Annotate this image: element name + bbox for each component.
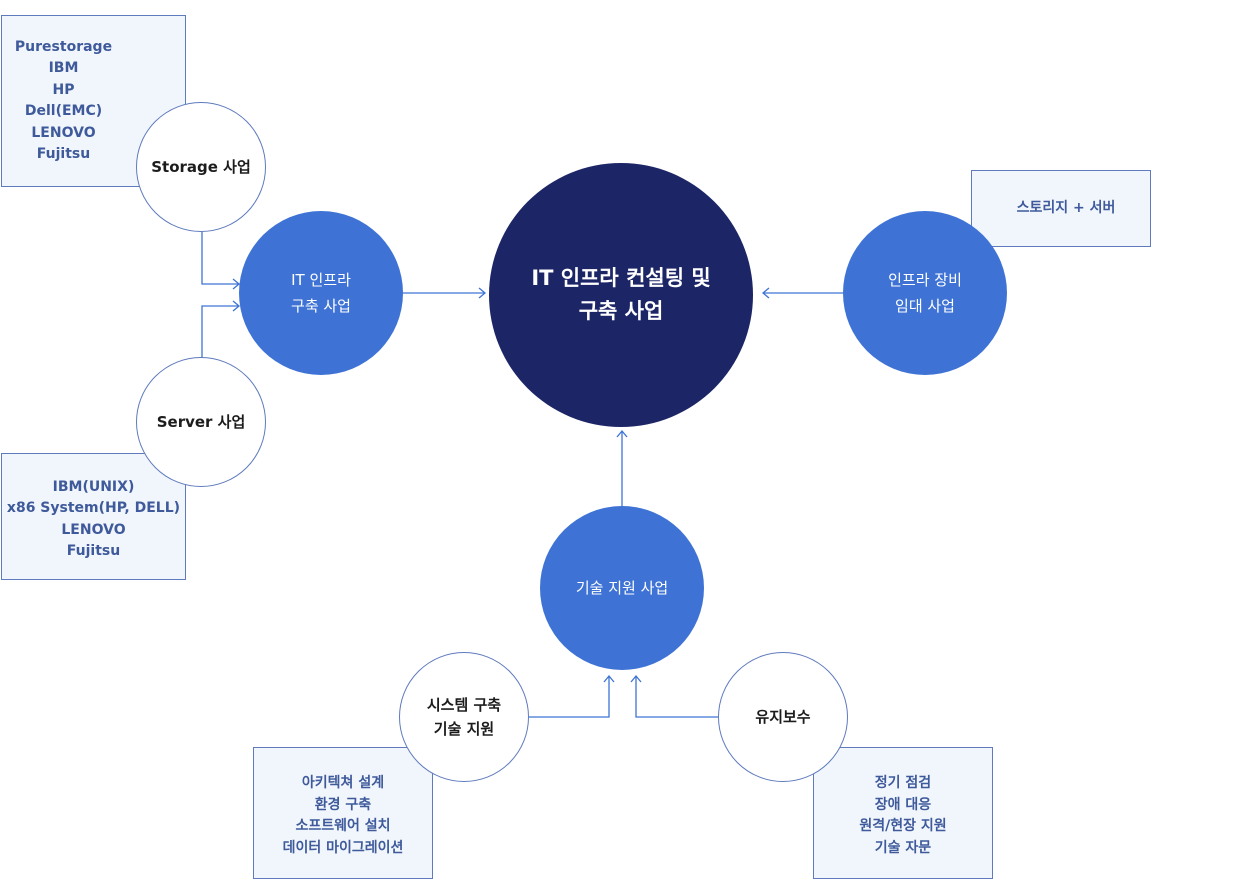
system-build-item: 환경 구축 [314, 796, 372, 813]
connector-system-to-support [529, 677, 610, 718]
tech-support-node: 기술 지원 사업 [540, 506, 704, 670]
system-build-items-box: 아키텍쳐 설계 환경 구축 소프트웨어 설치 데이터 마이그레이션 [253, 747, 433, 879]
arrowhead [232, 300, 241, 312]
storage-node-label: Storage 사업 [151, 158, 251, 176]
arrowhead [616, 429, 628, 438]
system-build-item: 소프트웨어 설치 [295, 818, 391, 834]
connector-storage-to-infra [201, 232, 238, 285]
server-vendors-box: IBM(UNIX) x86 System(HP, DELL) LENOVO Fu… [1, 453, 186, 580]
storage-vendor: IBM [48, 60, 79, 76]
it-infra-node-line: IT 인프라 [291, 271, 351, 289]
center-node: IT 인프라 컨설팅 및 구축 사업 [489, 163, 753, 427]
storage-vendor: LENOVO [31, 124, 96, 141]
system-build-node: 시스템 구축 기술 지원 [399, 652, 529, 782]
maintenance-node-label: 유지보수 [755, 708, 811, 726]
maintenance-items-box: 정기 점검 장애 대응 원격/현장 지원 기술 자문 [813, 747, 993, 879]
it-infra-node: IT 인프라 구축 사업 [239, 211, 403, 375]
storage-vendor: HP [52, 81, 75, 98]
rental-node-line: 인프라 장비 [888, 271, 962, 289]
server-vendor: IBM(UNIX) [52, 478, 135, 495]
it-infra-node-line: 구축 사업 [291, 297, 351, 315]
rental-item: 스토리지 + 서버 [1016, 199, 1116, 216]
maintenance-item: 장애 대응 [874, 796, 932, 813]
system-build-item: 데이터 마이그레이션 [282, 839, 404, 856]
maintenance-item: 기술 자문 [874, 839, 932, 856]
connector-server-to-infra [201, 305, 238, 358]
center-node-line: IT 인프라 컨설팅 및 [531, 266, 711, 290]
server-node-label: Server 사업 [156, 413, 246, 431]
system-build-node-line: 시스템 구축 [426, 696, 502, 714]
storage-vendor: Purestorage [14, 38, 113, 55]
arrowhead [478, 287, 487, 299]
maintenance-item: 정기 점검 [874, 775, 932, 791]
arrowhead [761, 287, 770, 299]
rental-node-line: 임대 사업 [895, 297, 955, 315]
server-vendor: x86 System(HP, DELL) [6, 500, 181, 516]
server-vendor: Fujitsu [66, 543, 121, 559]
rental-node: 인프라 장비 임대 사업 [843, 211, 1007, 375]
tech-support-node-line: 기술 지원 사업 [575, 579, 669, 597]
arrowhead [603, 674, 615, 683]
maintenance-item: 원격/현장 지원 [859, 818, 947, 834]
storage-vendor: Dell(EMC) [24, 103, 103, 119]
system-build-item: 아키텍쳐 설계 [301, 775, 385, 791]
rental-items-box: 스토리지 + 서버 [971, 170, 1151, 247]
connector-maintenance-to-support [635, 677, 718, 718]
center-node-line: 구축 사업 [578, 299, 664, 323]
server-node: Server 사업 [136, 357, 266, 487]
storage-vendor: Fujitsu [36, 146, 91, 162]
system-build-node-line: 기술 지원 [433, 720, 495, 738]
maintenance-node: 유지보수 [718, 652, 848, 782]
storage-node: Storage 사업 [136, 102, 266, 232]
arrowhead [630, 674, 642, 683]
server-vendor: LENOVO [61, 521, 126, 538]
